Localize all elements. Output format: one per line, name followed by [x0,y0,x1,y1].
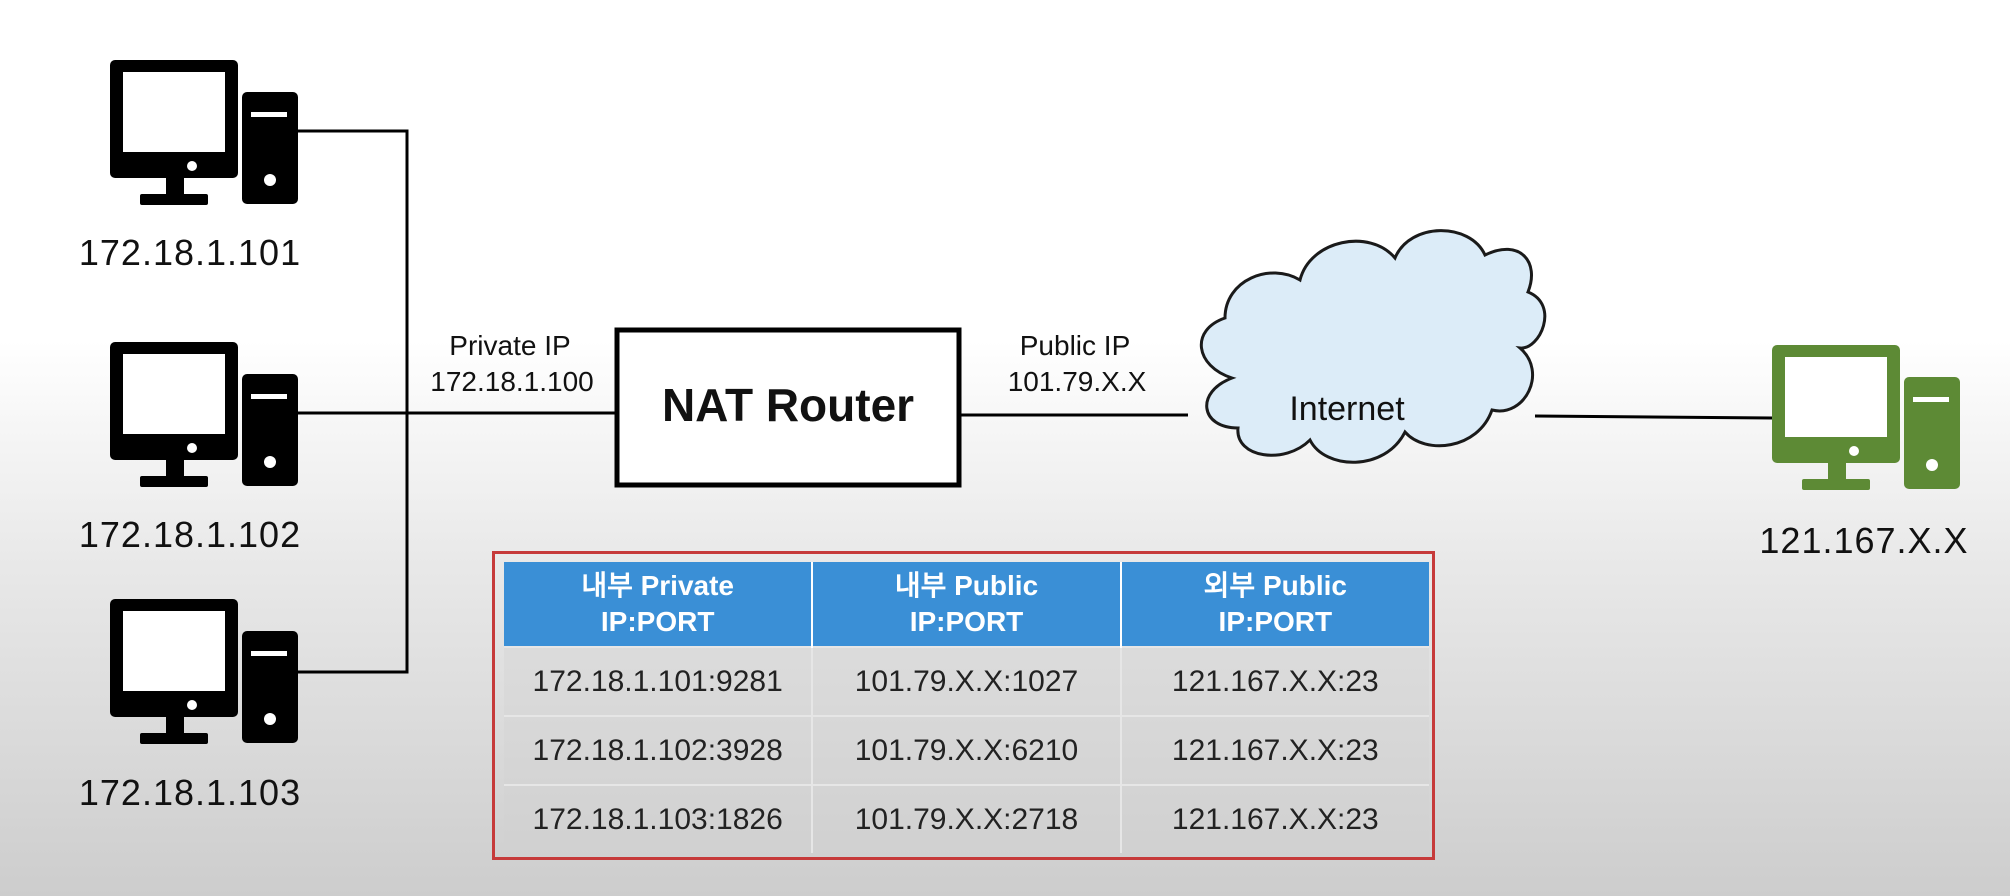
host-ip-label: 172.18.1.102 [78,514,302,555]
table-cell: 121.167.X.X:23 [1119,646,1429,716]
nat-router-label: NAT Router [661,379,915,431]
header-line: IP:PORT [909,606,1024,637]
remote-computer-icon [1772,345,1960,490]
computer-icon [110,60,298,205]
nat-router-box [614,327,962,488]
public-ip-title: Public IP [1019,330,1131,361]
header-line: IP:PORT [1218,606,1333,637]
private-ip-title: Private IP [449,330,571,361]
table-cell: 172.18.1.102:3928 [504,715,813,785]
table-row: 172.18.1.101:9281 101.79.X.X:1027 121.16… [504,646,1429,716]
table-row: 172.18.1.102:3928 101.79.X.X:6210 121.16… [504,715,1429,785]
private-ip-value: 172.18.1.100 [430,366,594,397]
cloud-icon [1199,229,1547,464]
internet-label: Internet [1289,390,1405,428]
table-cell: 101.79.X.X:1027 [811,646,1121,716]
header-line: 내부 Private [581,570,735,601]
table-cell: 172.18.1.103:1826 [504,784,813,853]
link-host-1 [298,129,409,674]
connection-lines [298,129,1773,674]
nat-table-frame [492,551,1435,860]
table-cell: 121.167.X.X:23 [1119,715,1429,785]
public-ip-value: 101.79.X.X [1007,366,1147,397]
header-line: IP:PORT [600,606,715,637]
table-cell: 172.18.1.101:9281 [504,646,813,716]
table-cell: 121.167.X.X:23 [1119,784,1429,853]
table-cell: 101.79.X.X:2718 [811,784,1121,853]
remote-host-ip-label: 121.167.X.X [1759,520,1969,561]
table-cell: 101.79.X.X:6210 [811,715,1121,785]
link-internet-to-remote [1534,414,1773,420]
table-row: 172.18.1.103:1826 101.79.X.X:2718 121.16… [504,784,1429,853]
computer-icon [110,599,298,744]
computer-icon [110,342,298,487]
host-ip-label: 172.18.1.103 [78,772,302,813]
header-line: 내부 Public [894,570,1039,601]
host-ip-label: 172.18.1.101 [78,232,302,273]
header-line: 외부 Public [1203,570,1347,601]
